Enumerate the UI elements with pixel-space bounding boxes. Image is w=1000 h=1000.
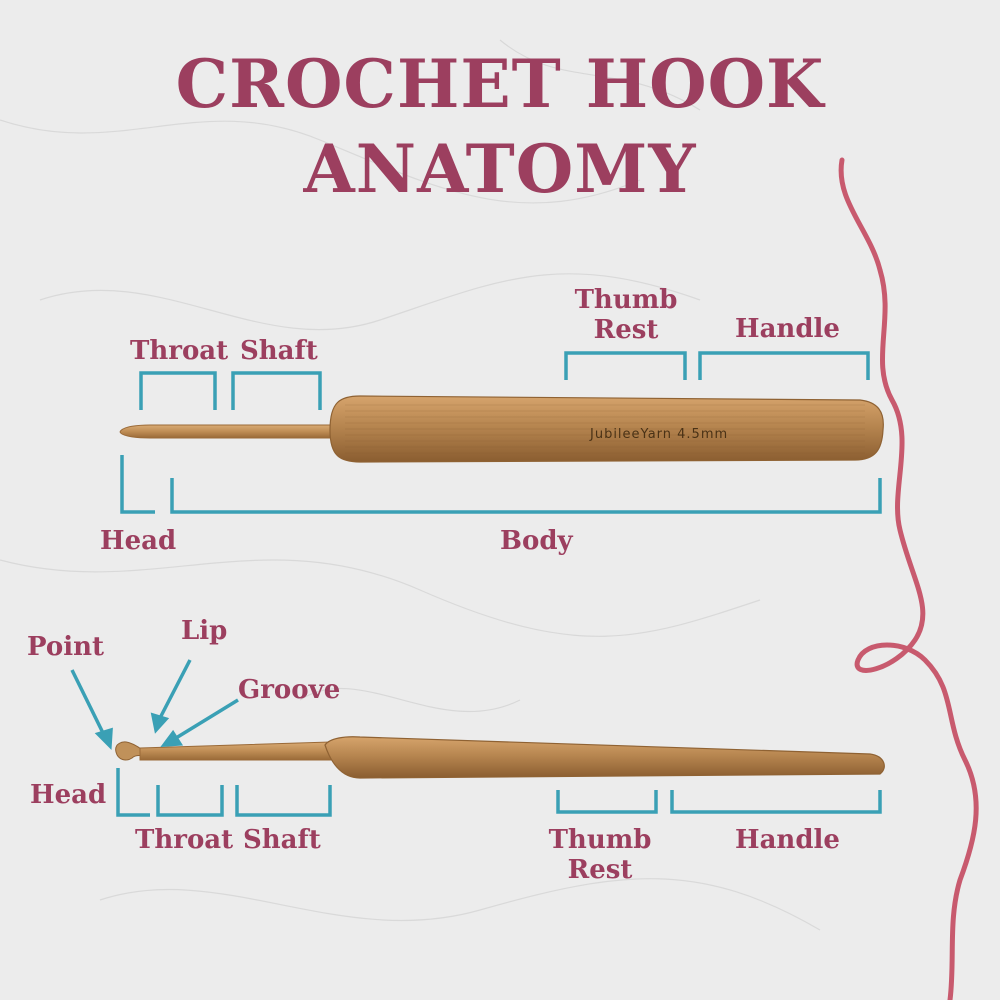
top-body-bracket [170,478,882,514]
bottom-thumb-rest-bracket [556,790,658,814]
marble-background [0,39,821,931]
bottom-hook-handle [324,736,885,779]
title-line-1: CROCHET HOOK [175,45,825,123]
top-hook: JubileeYarn 4.5mm [119,395,884,463]
top-thumb-rest-label: Thumb Rest [566,285,686,345]
top-hook-brand: JubileeYarn 4.5mm [589,427,728,442]
top-head-label: Head [100,526,177,556]
bottom-shaft-bracket [235,785,332,817]
lip-arrow-head [150,712,170,734]
bottom-handle-label: Handle [735,825,840,855]
top-thumb-rest-line-2: Rest [593,315,659,345]
point-arrow-head [94,727,113,750]
bottom-head-bracket [116,768,150,817]
top-shaft-bracket [231,371,322,410]
bottom-throat-bracket [156,785,224,817]
point-arrow [70,669,106,736]
brackets [116,351,882,817]
bottom-shaft-label: Shaft [243,825,321,855]
bottom-lip-label: Lip [181,616,228,646]
bottom-thumb-rest-label: Thumb Rest [540,825,660,885]
yarn-strand [838,157,979,1000]
pointer-arrows [70,659,239,750]
bottom-groove-label: Groove [238,675,341,705]
bottom-thumb-rest-line-2: Rest [567,855,633,885]
top-hook-shaft [119,424,331,439]
groove-arrow-head [160,729,184,747]
bottom-point-label: Point [27,632,104,662]
top-shaft-label: Shaft [240,336,318,366]
top-body-label: Body [500,526,573,556]
bottom-hook [115,736,885,779]
bottom-throat-label: Throat [135,825,234,855]
lip-arrow [158,659,192,719]
groove-arrow [175,698,239,740]
bottom-handle-bracket [670,790,882,814]
top-handle-bracket [698,351,870,380]
top-handle-label: Handle [735,314,840,344]
top-hook-grain [345,400,865,458]
top-throat-label: Throat [130,336,229,366]
top-throat-bracket [139,371,217,410]
title-line-2: ANATOMY [303,130,697,208]
top-thumb-rest-bracket [564,351,687,380]
bottom-head-label: Head [30,780,107,810]
bottom-thumb-rest-line-1: Thumb [548,825,652,855]
top-thumb-rest-line-1: Thumb [574,285,678,315]
top-head-bracket [120,455,155,514]
